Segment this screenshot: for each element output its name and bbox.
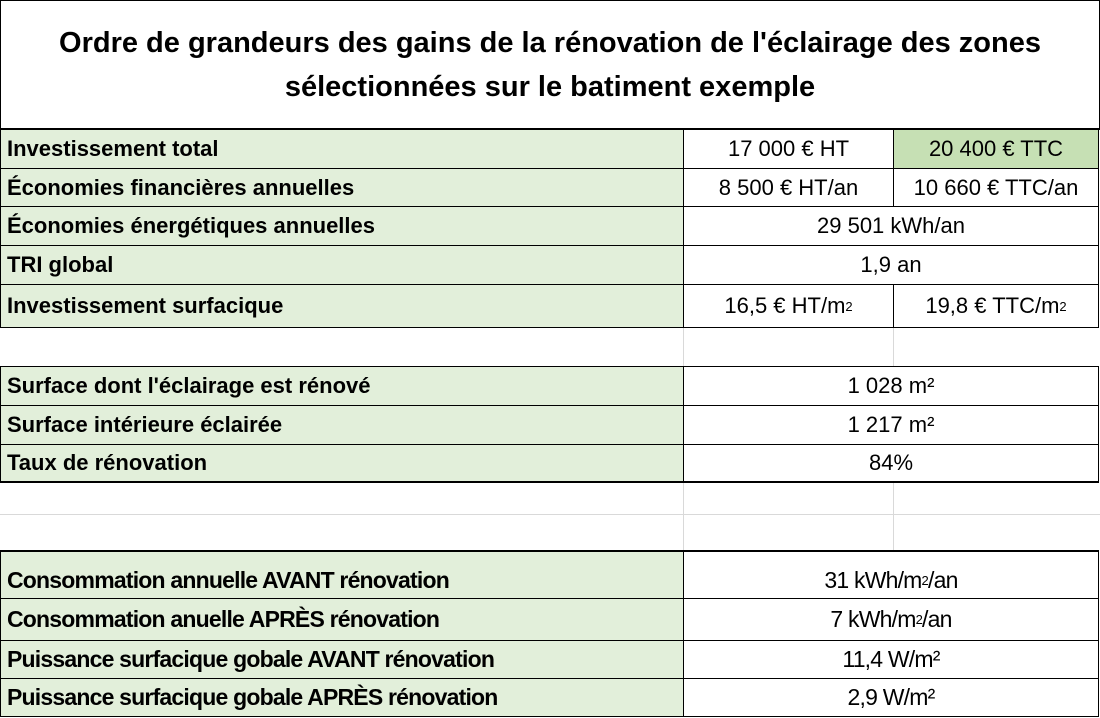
cell-ttc[interactable]: 20 400 € TTC xyxy=(894,130,1099,169)
gridline xyxy=(683,327,684,367)
value-text: 19,8 € TTC/m xyxy=(925,293,1060,318)
row-label: Économies financières annuelles xyxy=(0,169,684,207)
cell-value[interactable]: 1,9 an xyxy=(684,246,1099,285)
value-text: 16,5 € HT/m xyxy=(724,293,846,318)
row-label: Surface intérieure éclairée xyxy=(0,406,684,445)
table-title: Ordre de grandeurs des gains de la rénov… xyxy=(0,0,1100,130)
cell-value[interactable]: 2,9 W/m² xyxy=(684,679,1099,717)
value-text: /an xyxy=(922,606,952,632)
row-label: Consommation annuelle AVANT rénovation xyxy=(0,550,684,599)
cell-value[interactable]: 1 028 m² xyxy=(684,366,1099,406)
row-label: Investissement total xyxy=(0,130,684,169)
gridline xyxy=(683,482,684,550)
gridline xyxy=(0,514,1100,515)
cell-value[interactable]: 29 501 kWh/an xyxy=(684,207,1099,246)
value-text: /an xyxy=(927,566,958,593)
row-label: TRI global xyxy=(0,246,684,285)
value-text: 7 kWh/m xyxy=(830,606,916,632)
gridline xyxy=(893,327,894,367)
row-label: Puissance surfacique gobale AVANT rénova… xyxy=(0,641,684,679)
row-label: Taux de rénovation xyxy=(0,445,684,483)
row-label: Puissance surfacique gobale APRÈS rénova… xyxy=(0,679,684,717)
cell-ht[interactable]: 17 000 € HT xyxy=(684,130,894,169)
row-label: Consommation anuelle APRÈS rénovation xyxy=(0,599,684,641)
row-label: Économies énergétiques annuelles xyxy=(0,207,684,246)
cell-value[interactable]: 11,4 W/m² xyxy=(684,641,1099,679)
cell-value[interactable]: 1 217 m² xyxy=(684,406,1099,445)
superscript: 2 xyxy=(921,572,929,588)
superscript: 2 xyxy=(915,612,923,627)
row-label: Investissement surfacique xyxy=(0,285,684,328)
gridline xyxy=(893,482,894,550)
value-text: 31 kWh/m xyxy=(824,566,922,593)
superscript: 2 xyxy=(1059,298,1067,314)
row-label: Surface dont l'éclairage est rénové xyxy=(0,366,684,406)
superscript: 2 xyxy=(845,298,853,314)
cell-ht[interactable]: 8 500 € HT/an xyxy=(684,169,894,207)
cell-value[interactable]: 84% xyxy=(684,445,1099,483)
cell-ttc[interactable]: 10 660 € TTC/an xyxy=(894,169,1099,207)
